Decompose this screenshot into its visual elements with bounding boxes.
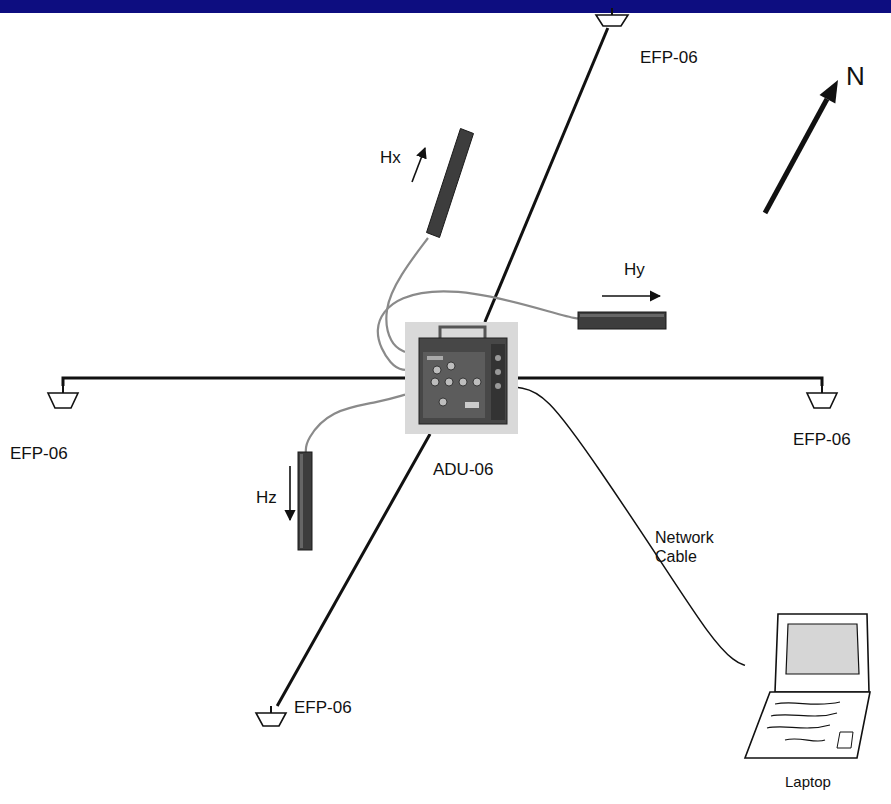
node-label: EFP-06 <box>10 444 68 464</box>
electrode-node: EFP-06 <box>46 386 80 410</box>
electrode-symbol <box>256 713 286 726</box>
node-outline <box>578 312 666 329</box>
north-arrow-head <box>820 80 839 104</box>
device-connector <box>431 378 439 386</box>
device-connector <box>459 378 467 386</box>
node-outline <box>745 612 872 762</box>
device-connector <box>447 362 455 370</box>
node-label: Laptop <box>785 772 831 792</box>
device-handle <box>440 327 485 338</box>
magnetic-coil: Hy <box>578 312 666 329</box>
device-connector <box>445 378 453 386</box>
electrode-node: EFP-06 <box>805 386 839 410</box>
laptop-pad <box>837 732 853 748</box>
north-arrow-shaft <box>765 99 827 213</box>
sensor-cable <box>306 395 405 452</box>
node-label: EFP-06 <box>640 48 698 68</box>
device-body <box>419 338 507 424</box>
node-label: EFP-06 <box>793 430 851 450</box>
direction-arrow <box>412 148 425 182</box>
direction-arrow <box>602 295 660 297</box>
network-cable <box>518 387 745 665</box>
node-outline <box>254 706 288 728</box>
laptop-base <box>745 692 870 758</box>
laptop-screen <box>786 624 859 674</box>
electrode-wire <box>277 434 430 706</box>
device-connector <box>495 369 501 375</box>
cable-label: Network Cable <box>655 528 727 566</box>
electrode-stem <box>821 386 823 393</box>
electrode-stem <box>611 8 613 15</box>
device-connector <box>495 383 501 389</box>
magnetic-coil: Hz <box>298 452 312 550</box>
node-outline <box>805 386 839 410</box>
direction-arrow <box>289 466 291 520</box>
device-side-panel <box>491 344 505 420</box>
electrode-symbol <box>596 15 628 26</box>
electrode-node: EFP-06 <box>254 706 288 728</box>
electrode-symbol <box>48 393 78 408</box>
electrode-wire <box>485 28 608 322</box>
device-connector <box>433 366 441 374</box>
electrode-node: EFP-06 <box>594 8 630 28</box>
node-outline <box>594 8 630 28</box>
electrode-stem <box>270 706 272 713</box>
coil-highlight <box>580 314 664 317</box>
coil-sensor <box>427 129 474 238</box>
node-outline <box>46 386 80 410</box>
device-connector <box>473 378 481 386</box>
node-outline <box>298 452 312 550</box>
node-outline <box>405 322 518 434</box>
device-connector <box>439 398 447 406</box>
electrode-wire <box>518 378 822 386</box>
laptop-computer: Laptop <box>745 612 872 762</box>
recorder-unit: ADU-06 <box>405 322 518 434</box>
device-badge <box>465 402 479 408</box>
device-photo-bg <box>405 322 518 434</box>
header-bar <box>0 0 891 13</box>
laptop-screen-frame <box>775 614 869 692</box>
node-label: Hz <box>256 488 277 508</box>
node-outline <box>425 128 475 238</box>
device-front-panel <box>423 352 485 418</box>
magnetic-coil: Hx <box>425 128 475 238</box>
node-label: EFP-06 <box>294 698 352 718</box>
coil-sensor <box>578 312 666 329</box>
device-badge <box>427 356 443 360</box>
compass-label: N <box>846 62 865 90</box>
electrode-symbol <box>807 393 837 408</box>
electrode-wire <box>63 378 405 386</box>
node-label: Hy <box>624 260 645 280</box>
node-label: ADU-06 <box>433 460 493 480</box>
laptop-keys <box>767 702 840 741</box>
device-connector <box>495 355 501 361</box>
electrode-stem <box>62 386 64 393</box>
node-label: Hx <box>380 148 401 168</box>
coil-sensor <box>298 452 312 550</box>
coil-highlight <box>300 454 303 548</box>
